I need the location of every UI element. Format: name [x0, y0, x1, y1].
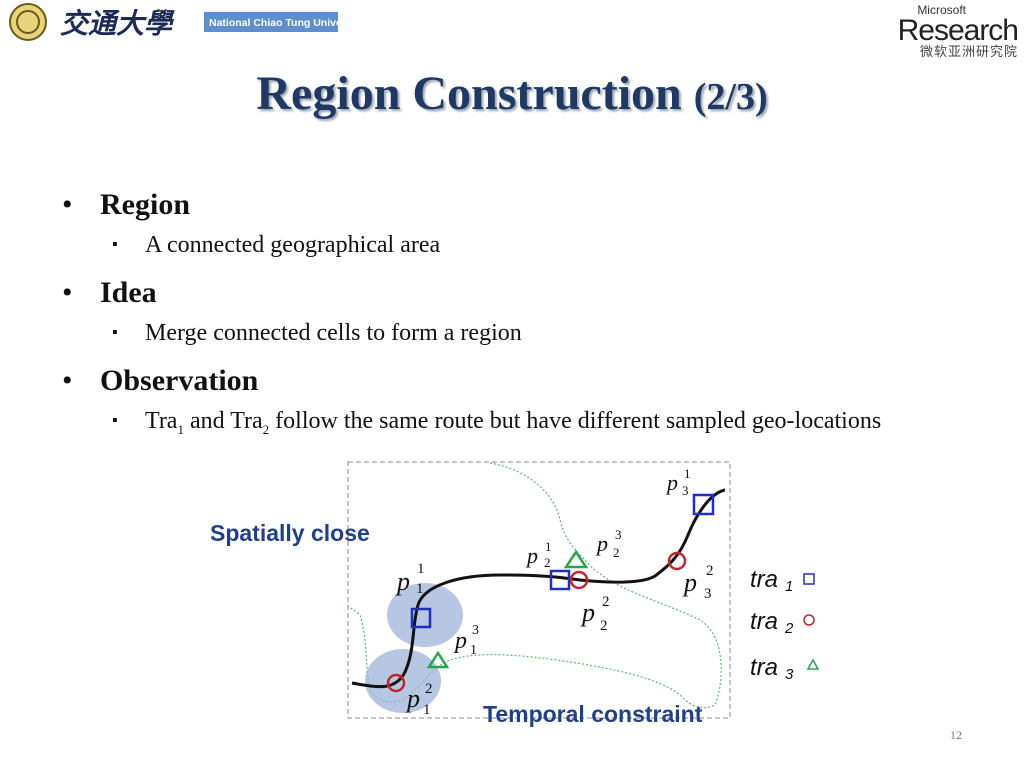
svg-text:p: p — [580, 598, 595, 627]
legend-item-tra3: tra 3 — [750, 654, 820, 683]
svg-text:交通大學: 交通大學 — [60, 7, 175, 40]
tra1-point-1 — [410, 607, 432, 629]
svg-text:p: p — [665, 470, 678, 495]
title-sub: (2/3) — [693, 76, 768, 118]
bullet-idea-sub: Merge connected cells to form a region — [62, 316, 962, 350]
svg-text:p: p — [395, 567, 410, 596]
svg-text:tra: tra — [750, 654, 778, 681]
svg-text:3: 3 — [615, 527, 622, 542]
svg-text:3: 3 — [785, 666, 794, 683]
route-line — [351, 488, 726, 689]
ms-logo-chinese: 微软亚洲研究院 — [919, 45, 1018, 60]
svg-text:2: 2 — [784, 620, 794, 637]
bullet-list: Region A connected geographical area Ide… — [62, 182, 962, 455]
svg-text:p: p — [453, 628, 467, 654]
seal-icon — [9, 3, 47, 41]
bullet-observation: Observation — [62, 358, 962, 404]
svg-text:1: 1 — [416, 581, 424, 597]
svg-text:3: 3 — [704, 586, 712, 602]
ms-logo-small: Microsoft — [917, 3, 966, 17]
tra1-point-3 — [692, 493, 715, 516]
svg-text:2: 2 — [613, 545, 620, 560]
title-main: Region Construction — [256, 67, 682, 120]
tra3-point-1 — [426, 650, 450, 669]
region-outline — [347, 462, 722, 709]
ms-logo-big: Research — [897, 14, 1019, 47]
svg-text:1: 1 — [417, 561, 425, 577]
svg-text:1: 1 — [785, 578, 793, 595]
svg-text:p: p — [525, 543, 538, 568]
svg-text:2: 2 — [544, 555, 551, 570]
slide-title: Region Construction (2/3) — [0, 66, 1024, 121]
tra1-point-2 — [549, 569, 571, 591]
legend-square-icon — [803, 573, 815, 585]
spatial-region-1 — [387, 583, 463, 647]
university-name-banner — [204, 12, 338, 32]
svg-text:2: 2 — [425, 681, 433, 697]
bullet-region: Region — [62, 182, 962, 228]
bullet-idea: Idea — [62, 270, 962, 316]
svg-text:3: 3 — [682, 483, 689, 498]
tra2-point-2 — [569, 570, 589, 590]
tra2-point-1 — [386, 673, 406, 693]
svg-text:2: 2 — [706, 563, 714, 579]
bullet-region-sub: A connected geographical area — [62, 228, 962, 262]
page-number: 12 — [950, 728, 962, 742]
spatially-close-label: Spatially close — [210, 520, 370, 546]
svg-text:1: 1 — [545, 539, 552, 554]
svg-text:2: 2 — [600, 618, 608, 634]
legend-item-tra1: tra 1 — [750, 566, 815, 595]
microsoft-research-logo: Microsoft Research 微软亚洲研究院 — [878, 3, 1019, 64]
tra2-point-3 — [667, 551, 687, 571]
bullet-observation-sub: Tra1 and Tra2 follow the same route but … — [62, 404, 962, 447]
legend-triangle-icon — [806, 658, 820, 670]
svg-text:p: p — [595, 531, 608, 556]
svg-text:3: 3 — [472, 623, 479, 638]
grid-boundary — [347, 461, 731, 719]
svg-text:1: 1 — [470, 643, 477, 658]
svg-text:p: p — [682, 568, 697, 597]
legend: tra 1 tra 2 tra 3 — [750, 566, 820, 683]
university-name: National Chiao Tung University — [209, 17, 338, 29]
svg-text:1: 1 — [684, 466, 691, 481]
svg-text:2: 2 — [602, 594, 610, 610]
legend-item-tra2: tra 2 — [750, 608, 815, 637]
temporal-constraint-label: Temporal constraint — [483, 701, 703, 727]
svg-text:tra: tra — [750, 566, 778, 593]
legend-circle-icon — [803, 614, 815, 626]
svg-text:p: p — [405, 684, 420, 713]
university-logo: 交通大學 National Chiao Tung University — [4, 2, 364, 42]
svg-text:tra: tra — [750, 608, 778, 635]
svg-text:1: 1 — [423, 702, 431, 718]
tra3-point-2 — [563, 549, 589, 569]
